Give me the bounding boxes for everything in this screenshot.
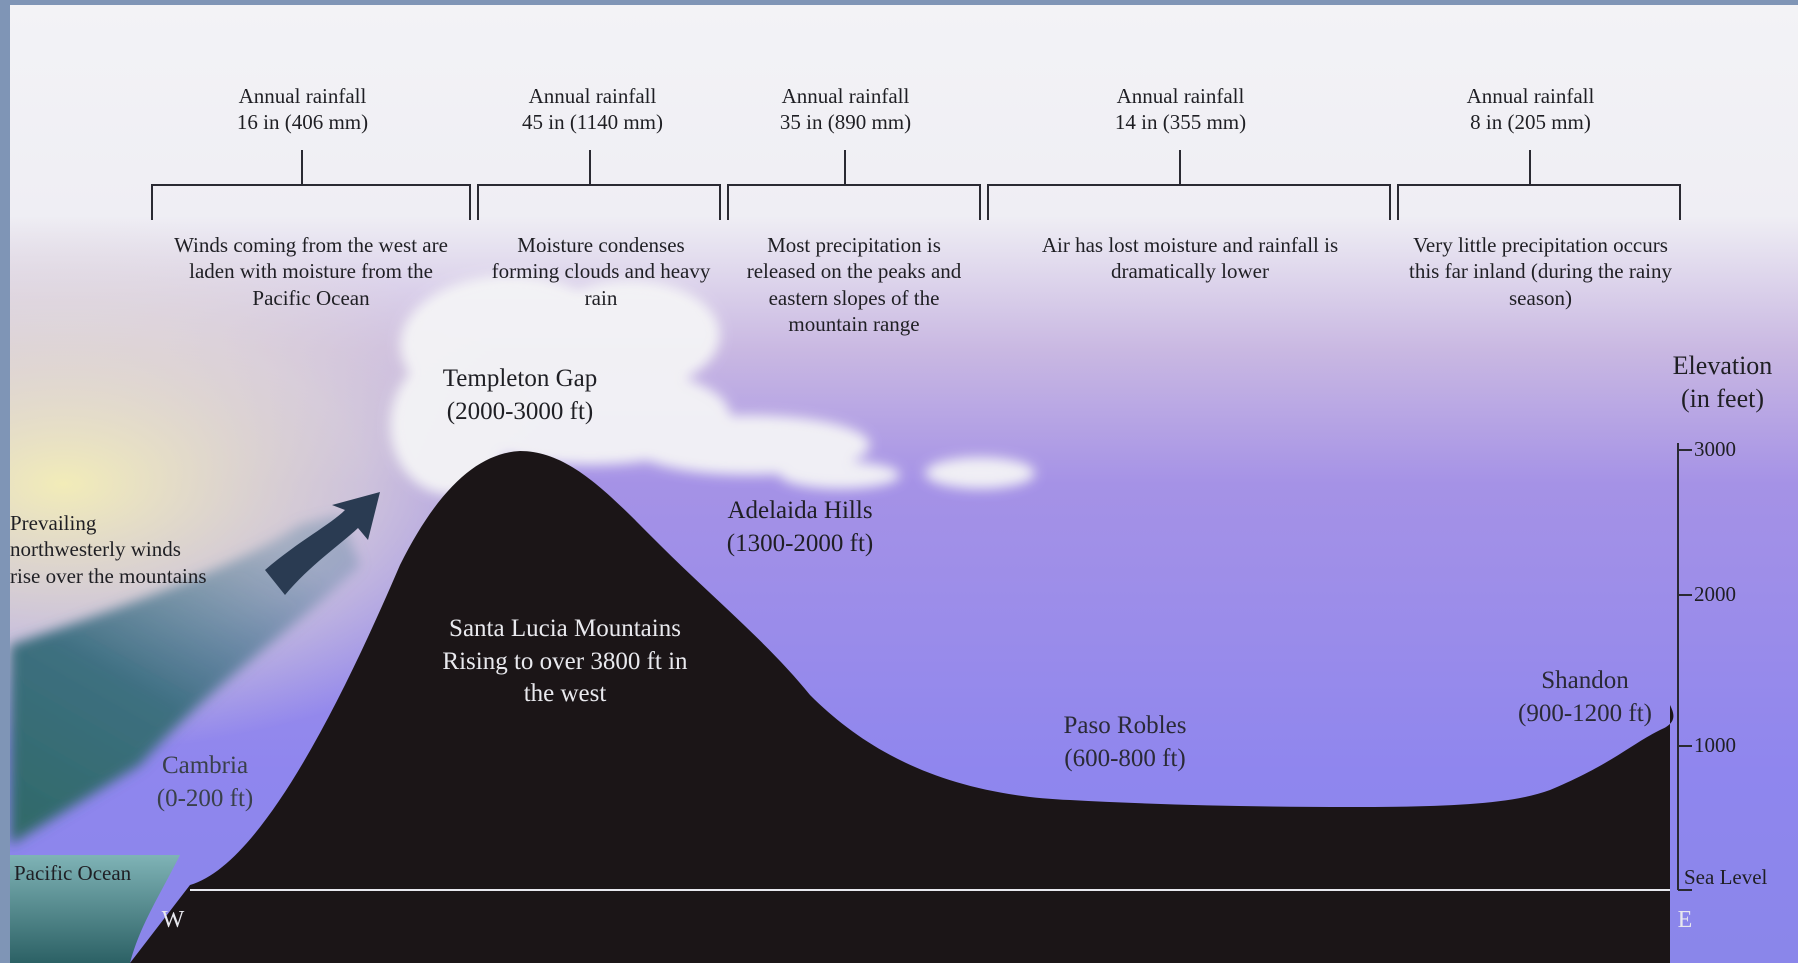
place-name: Paso Robles <box>1063 712 1187 739</box>
pacific-ocean-label: Pacific Ocean <box>14 861 132 885</box>
place-elevation: (0-200 ft) <box>156 784 254 812</box>
adelaida-hills-label: Adelaida Hills (1300-2000 ft) <box>685 495 915 560</box>
elevation-axis-title: Elevation (in feet) <box>1650 350 1795 415</box>
rainfall-brackets <box>151 150 1681 220</box>
terrain-profile <box>130 451 1674 963</box>
place-name: Templeton Gap <box>442 365 598 392</box>
place-name: Shandon <box>1541 667 1629 694</box>
zone-2-description: Moisture condenses forming clouds and he… <box>491 233 711 310</box>
zone-3-description: Most precipitation is released on the pe… <box>746 233 962 336</box>
paso-robles-label: Paso Robles (600-800 ft) <box>1010 710 1240 775</box>
place-note: the west <box>523 680 607 707</box>
winds-line: Prevailing <box>10 511 97 535</box>
rainfall-amount: 8 in (205 mm) <box>1470 110 1591 135</box>
bracket-1 <box>151 184 471 220</box>
zone-1-rainfall: Annual rainfall 16 in (406 mm) <box>190 83 415 136</box>
tick-sea-level: Sea Level <box>1684 865 1768 889</box>
rainfall-title: Annual rainfall <box>781 84 910 108</box>
zone-2-rainfall: Annual rainfall 45 in (1140 mm) <box>480 83 705 136</box>
rainfall-amount: 16 in (406 mm) <box>236 110 369 135</box>
zone-3-rainfall: Annual rainfall 35 in (890 mm) <box>733 83 958 136</box>
place-name: Santa Lucia Mountains <box>449 615 681 642</box>
santa-lucia-label: Santa Lucia Mountains Rising to over 380… <box>400 613 730 711</box>
rainfall-amount: 14 in (355 mm) <box>1114 110 1247 135</box>
winds-note: Prevailing northwesterly winds rise over… <box>10 510 270 589</box>
tick-2000: 2000 <box>1694 582 1736 606</box>
rainfall-title: Annual rainfall <box>238 84 367 108</box>
place-elevation: (2000-3000 ft) <box>446 397 594 425</box>
zone-5-rainfall: Annual rainfall 8 in (205 mm) <box>1418 83 1643 136</box>
diagram-artwork <box>10 5 1798 963</box>
pacific-ocean-water <box>10 855 180 963</box>
rainfall-title: Annual rainfall <box>1466 84 1595 108</box>
place-elevation: (1300-2000 ft) <box>726 529 874 557</box>
bracket-5 <box>1397 184 1681 220</box>
cambria-label: Cambria (0-200 ft) <box>125 750 285 815</box>
rainfall-title: Annual rainfall <box>1116 84 1245 108</box>
east-marker: E <box>1677 907 1693 933</box>
axis-title: Elevation <box>1672 351 1773 380</box>
rainfall-title: Annual rainfall <box>528 84 657 108</box>
elevation-axis <box>1677 443 1692 891</box>
templeton-gap-label: Templeton Gap (2000-3000 ft) <box>405 363 635 428</box>
rain-shadow-diagram: Annual rainfall 16 in (406 mm) Annual ra… <box>10 5 1798 963</box>
moist-wind-band <box>10 515 360 845</box>
clouds <box>390 275 1035 495</box>
bracket-2 <box>477 184 721 220</box>
place-note: Rising to over 3800 ft in <box>442 647 688 675</box>
zone-5-description: Very little precipitation occurs this fa… <box>1408 233 1672 310</box>
zone-1-description: Winds coming from the west are laden wit… <box>174 233 448 310</box>
rainfall-amount: 45 in (1140 mm) <box>522 110 663 135</box>
winds-line: rise over the mountains <box>10 563 207 588</box>
wind-arrow <box>265 492 380 595</box>
axis-unit: (in feet) <box>1680 383 1764 413</box>
place-elevation: (600-800 ft) <box>1064 744 1186 772</box>
zone-4-rainfall: Annual rainfall 14 in (355 mm) <box>1068 83 1293 136</box>
place-name: Cambria <box>161 752 249 779</box>
tick-1000: 1000 <box>1694 733 1736 757</box>
place-name: Adelaida Hills <box>727 497 873 524</box>
place-elevation: (900-1200 ft) <box>1518 699 1652 727</box>
winds-line: northwesterly winds <box>10 537 181 562</box>
zone-4-description: Air has lost moisture and rainfall is dr… <box>1041 233 1339 284</box>
tick-3000: 3000 <box>1694 437 1736 461</box>
west-marker: W <box>161 907 185 933</box>
bracket-3 <box>727 184 981 220</box>
shandon-label: Shandon (900-1200 ft) <box>1470 665 1700 730</box>
rainfall-amount: 35 in (890 mm) <box>779 110 912 135</box>
bracket-4 <box>987 184 1391 220</box>
